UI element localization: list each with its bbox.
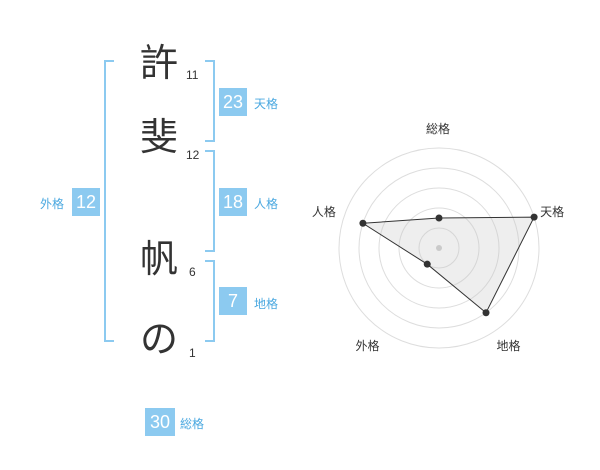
radar-axis-label-1: 総格 (426, 122, 451, 136)
name-char-4: の (140, 317, 179, 361)
gaikaku-label: 外格 (40, 197, 65, 211)
name-char-3: 帆 (140, 237, 179, 281)
tenkaku-label: 天格 (254, 97, 279, 111)
radar-axis-label-2: 天格 (540, 204, 565, 219)
stroke-count-1: 11 (186, 68, 199, 82)
gaikaku-value: 12 (72, 188, 100, 216)
radar-point-3 (482, 309, 490, 317)
radar-grid-ring (358, 167, 520, 329)
radar-axis-label-3: 地格 (496, 339, 521, 354)
radar-point-2 (530, 213, 538, 221)
jinkaku-bracket (205, 150, 215, 252)
radar-point-1 (435, 214, 443, 222)
jinkaku-value: 18 (219, 188, 247, 216)
radar-grid-ring (338, 147, 540, 349)
radar-axis-label-5: 人格 (311, 204, 336, 219)
soukaku-label: 総格 (180, 417, 205, 431)
stroke-count-3: 6 (189, 265, 196, 279)
radar-grid-ring (398, 207, 480, 289)
radar-series-polygon (361, 216, 535, 314)
chikaku-value: 7 (219, 287, 247, 315)
name-char-2: 斐 (140, 115, 179, 159)
stroke-count-2: 12 (186, 148, 200, 162)
soukaku-value: 30 (145, 408, 175, 436)
radar-grid-ring (378, 187, 500, 309)
radar-axis-label-4: 外格 (355, 339, 380, 354)
tenkaku-value: 23 (219, 88, 247, 116)
radar-center (436, 245, 442, 251)
stroke-count-4: 1 (189, 346, 196, 360)
chikaku-bracket (205, 260, 215, 342)
name-char-1: 許 (140, 41, 179, 85)
radar-point-4 (423, 260, 431, 268)
outer-bracket (104, 60, 114, 342)
jinkaku-label: 人格 (254, 197, 279, 211)
radar-point-5 (359, 219, 367, 227)
chikaku-label: 地格 (254, 297, 279, 311)
tenkaku-bracket (205, 60, 215, 142)
radar-grid-ring (418, 227, 460, 269)
